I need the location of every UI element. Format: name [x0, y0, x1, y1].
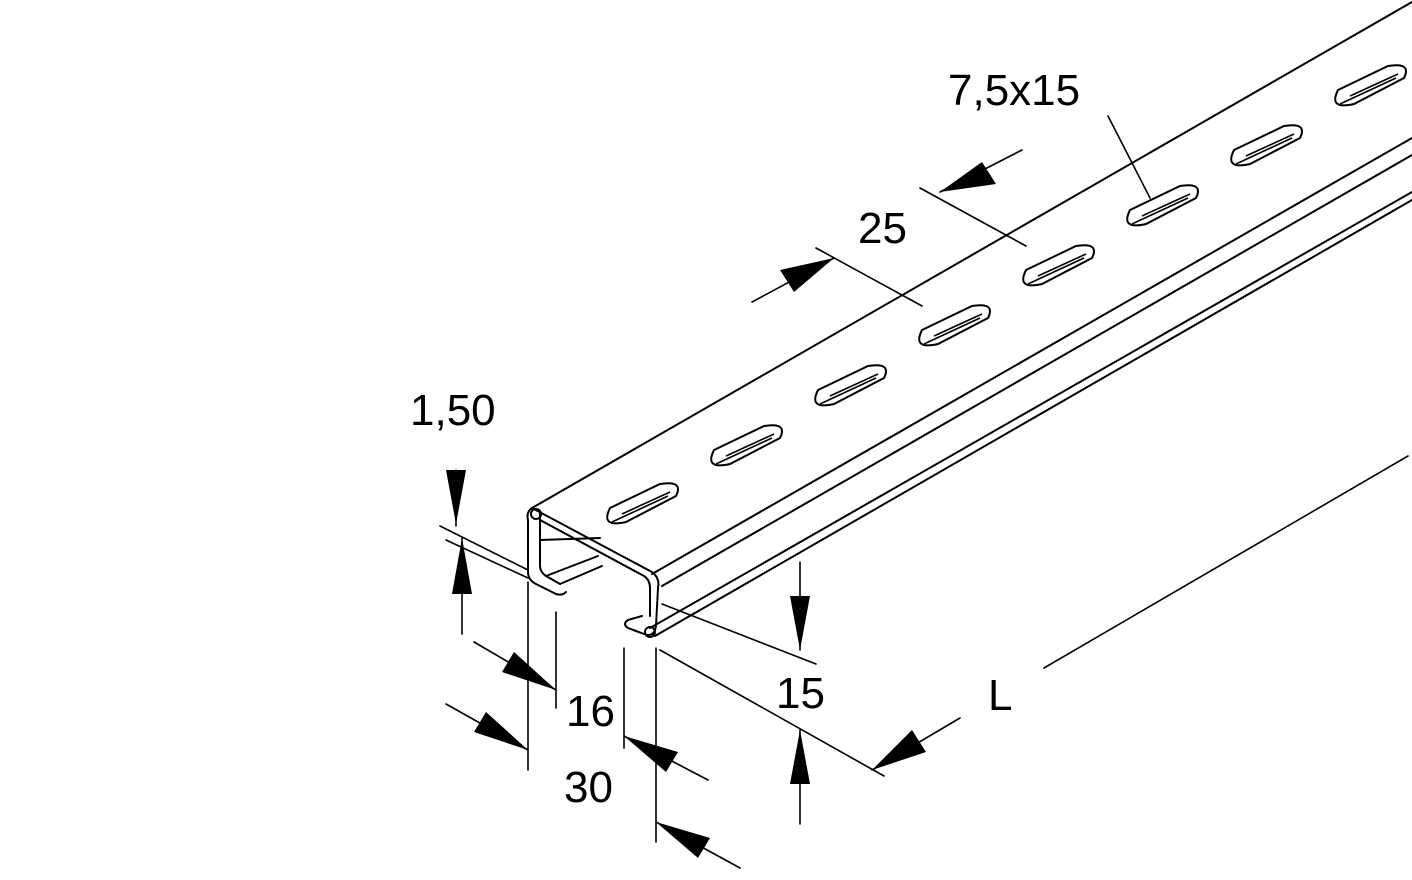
dim-profile-width-label: 30	[564, 763, 613, 812]
slot	[710, 424, 783, 467]
dim-profile-width: 30	[445, 581, 741, 869]
rail-profile	[526, 1, 1412, 638]
dim-wall-thickness-label: 1,50	[410, 386, 496, 435]
dim-slot-pitch-label: 25	[858, 204, 907, 253]
dim-slot-pitch: 25	[751, 149, 1027, 307]
dim-profile-height: 15	[659, 561, 885, 825]
slot	[918, 304, 991, 347]
slot	[814, 364, 887, 407]
dim-slot-size-label: 7,5x15	[948, 66, 1080, 115]
slot	[1022, 244, 1095, 287]
dim-opening-width: 16	[473, 611, 709, 781]
dim-slot-size: 7,5x15	[948, 66, 1151, 199]
dim-profile-height-label: 15	[776, 669, 825, 718]
slot	[1230, 124, 1303, 167]
dim-wall-thickness: 1,50	[410, 386, 529, 635]
rail-slots	[606, 64, 1407, 525]
dim-length-label: L	[988, 671, 1012, 720]
dim-length: L	[871, 455, 1409, 771]
slot	[606, 482, 679, 525]
dim-opening-width-label: 16	[566, 687, 615, 736]
slot	[1334, 64, 1407, 107]
slot	[1126, 184, 1199, 227]
